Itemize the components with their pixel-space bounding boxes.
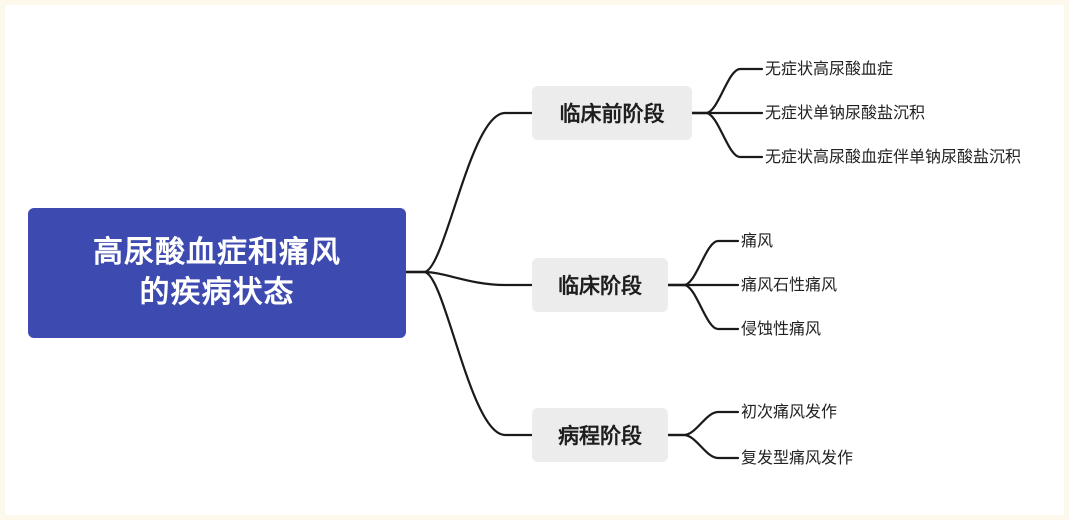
connector-stage-3-leaf-2 — [666, 433, 740, 460]
leaf-node[interactable]: 痛风 — [741, 231, 774, 250]
stage-node-course[interactable]: 病程阶段 — [532, 408, 668, 462]
leaf-node[interactable]: 复发型痛风发作 — [741, 448, 854, 467]
root-title-line-2: 的疾病状态 — [139, 275, 295, 310]
leaf-node[interactable]: 初次痛风发作 — [741, 402, 838, 421]
connector-root-stage-1 — [404, 111, 534, 274]
leaf-node[interactable]: 侵蚀性痛风 — [741, 319, 822, 338]
stage-label: 病程阶段 — [558, 424, 642, 448]
connector-stage-3-leaf-1 — [666, 410, 740, 437]
root-title-line-1: 高尿酸血症和痛风 — [93, 235, 341, 270]
stage-label: 临床前阶段 — [559, 102, 665, 126]
connector-stage-1-leaf-1 — [690, 67, 764, 115]
connector-stage-2-leaf-3 — [666, 283, 740, 331]
connector-stage-2-leaf-1 — [666, 239, 740, 287]
stage-label: 临床阶段 — [558, 274, 642, 298]
connector-stage-1-leaf-3 — [690, 111, 764, 159]
root-node[interactable]: 高尿酸血症和痛风 的疾病状态 — [28, 208, 406, 338]
leaf-node[interactable]: 无症状单钠尿酸盐沉积 — [765, 103, 926, 122]
leaf-node[interactable]: 无症状高尿酸血症 — [765, 59, 894, 78]
connector-root-stage-3 — [404, 270, 534, 437]
leaf-node[interactable]: 无症状高尿酸血症伴单钠尿酸盐沉积 — [765, 147, 1022, 166]
connector-root-stage-2 — [404, 270, 534, 287]
stage-node-clinical[interactable]: 临床阶段 — [532, 258, 668, 312]
stage-node-preclinical[interactable]: 临床前阶段 — [532, 86, 692, 140]
leaf-node[interactable]: 痛风石性痛风 — [741, 275, 838, 294]
